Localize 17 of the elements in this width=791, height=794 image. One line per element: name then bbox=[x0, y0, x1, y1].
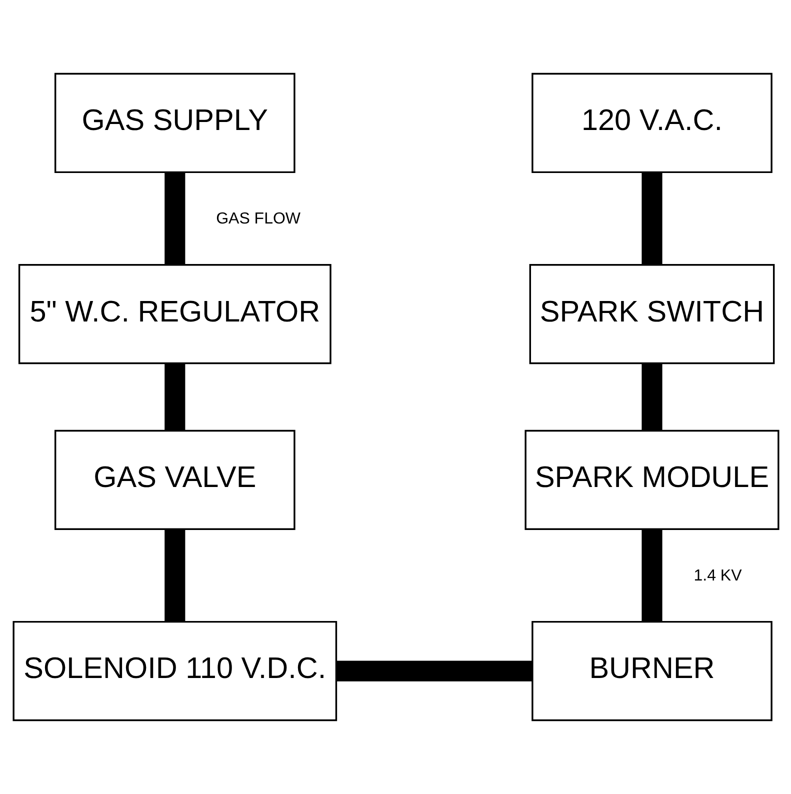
connector bbox=[641, 529, 662, 622]
connector bbox=[336, 660, 532, 682]
connector bbox=[164, 363, 185, 430]
edge-label: 1.4 KV bbox=[693, 567, 742, 584]
node-box: BURNER bbox=[531, 620, 772, 722]
node-box: 5" W.C. REGULATOR bbox=[18, 264, 331, 364]
edge-label: GAS FLOW bbox=[216, 210, 300, 228]
node-box: GAS SUPPLY bbox=[54, 72, 295, 174]
connector bbox=[164, 172, 185, 265]
node-box: SOLENOID 110 V.D.C. bbox=[12, 620, 337, 722]
node-box: 120 V.A.C. bbox=[531, 72, 772, 174]
node-box: SPARK MODULE bbox=[524, 430, 779, 530]
node-box: GAS VALVE bbox=[54, 430, 295, 530]
connector bbox=[641, 363, 662, 430]
connector bbox=[641, 172, 662, 265]
node-box: SPARK SWITCH bbox=[528, 264, 774, 364]
connector bbox=[164, 529, 185, 622]
